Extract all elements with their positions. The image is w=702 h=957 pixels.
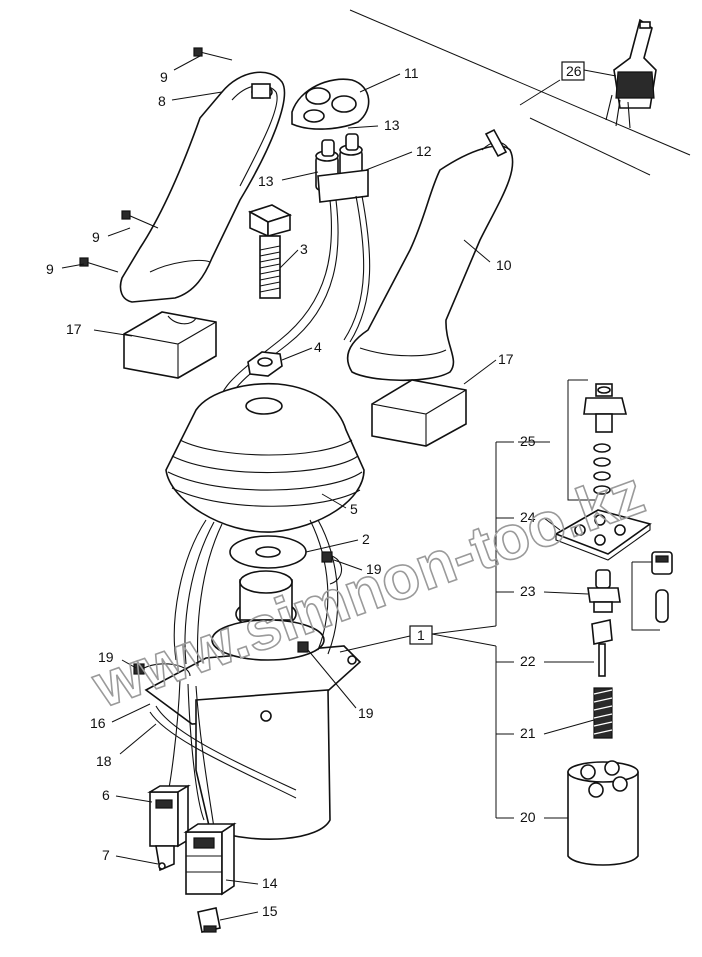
callout-4: 4 (314, 339, 322, 355)
screw-9-top (193, 47, 233, 61)
callout-7: 7 (102, 847, 110, 863)
spring-part-21 (593, 687, 613, 739)
bracket-25 (567, 379, 596, 501)
plug-part-15 (197, 907, 221, 933)
pin-part-22 (591, 619, 613, 677)
watermark-text: www.simnon-too.kz (83, 458, 652, 721)
callout-18: 18 (96, 753, 112, 769)
cable-tie-part-19-top (321, 551, 343, 585)
callout-9-middle: 9 (92, 229, 100, 245)
callout-labels: 9 8 11 13 12 13 9 9 3 10 17 4 17 25 5 24… (46, 65, 536, 919)
callout-tree-1 (339, 441, 514, 819)
bolt-part-3 (247, 204, 293, 299)
o-rings-part-25 (593, 443, 611, 495)
callout-21: 21 (520, 725, 536, 741)
callout-14: 14 (262, 875, 278, 891)
base-assembly-part-1 (144, 570, 362, 840)
callout-10: 10 (496, 257, 512, 273)
callout-13-left: 13 (258, 173, 274, 189)
callout-12: 12 (416, 143, 432, 159)
valve-fitting-part-25 (583, 383, 628, 433)
seal-part-11 (291, 78, 370, 130)
complete-joystick-thumbnail (605, 18, 657, 129)
callout-17-left: 17 (66, 321, 82, 337)
callout-box-1: 1 (409, 625, 433, 645)
bellows-part-5 (165, 382, 365, 533)
callout-19-right: 19 (358, 705, 374, 721)
screw-9-bottom (79, 257, 119, 273)
inset-separator-line (349, 9, 691, 176)
plunger-variant-23 (631, 551, 673, 631)
cable-tie-part-19-right (297, 641, 309, 653)
grip-half-part-10 (346, 128, 514, 382)
callout-8: 8 (158, 93, 166, 109)
cable-tie-part-19-left (133, 663, 191, 677)
callout-2: 2 (362, 531, 370, 547)
callout-25: 25 (520, 433, 536, 449)
wiring-harness (149, 519, 339, 829)
callout-19-top: 19 (366, 561, 382, 577)
callout-6: 6 (102, 787, 110, 803)
callout-1-label: 1 (417, 627, 425, 643)
nut-part-4 (247, 351, 283, 377)
callout-13-top: 13 (384, 117, 400, 133)
callout-15: 15 (262, 903, 278, 919)
callout-box-26: 26 (519, 61, 617, 106)
housing-part-20 (567, 760, 639, 866)
connector-part-6 (147, 784, 191, 848)
mounting-plate-part-24 (554, 509, 652, 561)
callout-26-label: 26 (566, 63, 582, 79)
washer-part-2 (229, 535, 307, 569)
callout-20: 20 (520, 809, 536, 825)
callout-9-top: 9 (160, 69, 168, 85)
callout-22: 22 (520, 653, 536, 669)
callout-17-right: 17 (498, 351, 514, 367)
wedge-block-part-17-left (123, 311, 217, 379)
callout-19-left: 19 (98, 649, 114, 665)
plunger-part-23 (587, 569, 621, 613)
callout-3: 3 (300, 241, 308, 257)
leader-lines (61, 55, 595, 921)
screw-9-middle (121, 210, 159, 229)
callout-23: 23 (520, 583, 536, 599)
pushbutton-pair-parts-12-13 (315, 133, 369, 203)
connector-part-14 (183, 822, 237, 896)
callout-9-bottom: 9 (46, 261, 54, 277)
clip-part-7 (155, 845, 175, 872)
callout-16: 16 (90, 715, 106, 731)
callout-5: 5 (350, 501, 358, 517)
wedge-block-part-17-right (371, 379, 467, 447)
callout-11: 11 (404, 65, 419, 81)
grip-half-part-8 (119, 71, 286, 303)
callout-24: 24 (520, 509, 536, 525)
